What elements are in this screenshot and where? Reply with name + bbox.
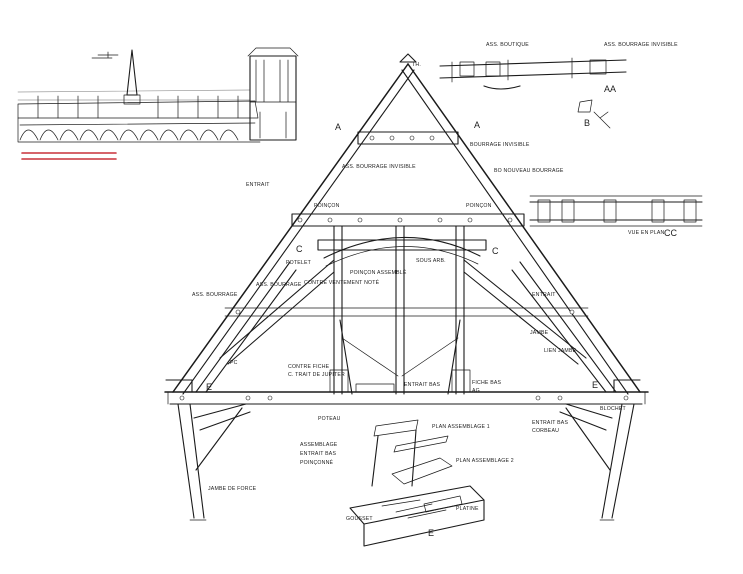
center-post bbox=[395, 225, 405, 395]
label-e-left: E bbox=[206, 382, 212, 392]
label-asst-left: ASS. BOURRAGE bbox=[192, 292, 238, 298]
label-vue-plan: VUE EN PLAN bbox=[628, 230, 665, 236]
label-entrait-bas-right: ENTRAIT BAS bbox=[532, 420, 568, 426]
label-platine: PLATINE bbox=[456, 506, 479, 512]
label-e-bottom: E bbox=[428, 528, 434, 538]
label-asst-invisible: ASS. BOURRAGE INVISIBLE bbox=[342, 164, 416, 170]
upper-collar bbox=[357, 131, 459, 145]
left-wall-support bbox=[177, 403, 251, 521]
label-potelet: POTELET bbox=[286, 260, 312, 266]
label-ag: AG bbox=[472, 388, 480, 394]
label-poincon-right: POINÇON bbox=[466, 203, 492, 209]
label-jambe-de-force: JAMBE DE FORCE bbox=[208, 486, 257, 492]
label-asst-bourrage: ASS. BOUTIQUE bbox=[486, 42, 529, 48]
lower-collar bbox=[317, 239, 487, 251]
label-poincon-top: POINÇON bbox=[314, 203, 340, 209]
queen-post-right bbox=[455, 225, 465, 395]
label-sous-arb: SOUS ARB. bbox=[416, 258, 446, 264]
label-lower-note-1: CONTRE FICHE bbox=[288, 364, 330, 370]
right-wall-support bbox=[559, 403, 635, 521]
label-c-left: C bbox=[296, 244, 303, 254]
label-bo-nouveau: BO NOUVEAU BOURRAGE bbox=[494, 168, 564, 174]
label-corbeau: CORBEAU bbox=[532, 428, 559, 434]
label-jambe: JAMBE bbox=[530, 330, 549, 336]
label-a-right: A bbox=[474, 120, 480, 130]
label-entrait: ENTRAIT bbox=[246, 182, 270, 188]
label-blochet: BLOCHET bbox=[600, 406, 627, 412]
label-poteau: POTEAU bbox=[318, 416, 341, 422]
label-assemblage-1: ASSEMBLAGE bbox=[300, 442, 338, 448]
roof-truss bbox=[164, 53, 649, 405]
right-rafter bbox=[407, 63, 641, 393]
queen-post-left bbox=[333, 225, 343, 395]
label-piece-note: POINÇON ASSEMBLÉ bbox=[350, 269, 407, 276]
label-plat-2: PLAN ASSEMBLAGE 2 bbox=[456, 458, 514, 464]
label-entrait-right: ENTRAIT bbox=[532, 292, 556, 298]
label-lien-jambe: LIEN JAMBE bbox=[544, 348, 577, 354]
label-th: TH. bbox=[412, 62, 421, 68]
label-fiche-bas: FICHE BAS bbox=[472, 380, 502, 386]
label-grid-left: ASS. BOURRAGE bbox=[256, 282, 302, 288]
label-c-right: C bbox=[492, 246, 499, 256]
label-contreventement: CONTRE VENTEMENT NOTÉ bbox=[304, 279, 380, 286]
label-a-left: A bbox=[335, 122, 341, 132]
label-lower-note-2: C. TRAIT DE JUPITER bbox=[288, 372, 345, 378]
label-bourrage-invisible: BOURRAGE INVISIBLE bbox=[470, 142, 530, 148]
label-entrait-bas: ENTRAIT BAS bbox=[404, 382, 440, 388]
label-pc: PC bbox=[230, 360, 238, 366]
cathedral-elevation-sketch bbox=[17, 47, 299, 160]
label-e-right: E bbox=[592, 380, 598, 390]
rafter-pegs bbox=[179, 135, 629, 401]
joint-detail-aa bbox=[439, 57, 627, 129]
label-b: B bbox=[584, 118, 590, 128]
annotation-labels: TH. A A BOURRAGE INVISIBLE BO NOUVEAU BO… bbox=[192, 42, 678, 538]
label-asst-bourrage-right: ASS. BOURRAGE INVISIBLE bbox=[604, 42, 678, 48]
label-cc: CC bbox=[664, 228, 677, 238]
joint-detail-cc bbox=[529, 195, 703, 227]
left-rafter bbox=[172, 63, 409, 393]
isometric-joint-detail bbox=[349, 419, 485, 547]
label-plat-1: PLAN ASSEMBLAGE 1 bbox=[432, 424, 490, 430]
label-gousset: GOUSSET bbox=[346, 516, 373, 522]
label-assemblage-2: ENTRAIT BAS bbox=[300, 451, 336, 457]
label-assemblage-3: POINÇONNÉ bbox=[300, 459, 334, 466]
label-aa: AA bbox=[604, 84, 616, 94]
middle-collar bbox=[291, 213, 525, 227]
